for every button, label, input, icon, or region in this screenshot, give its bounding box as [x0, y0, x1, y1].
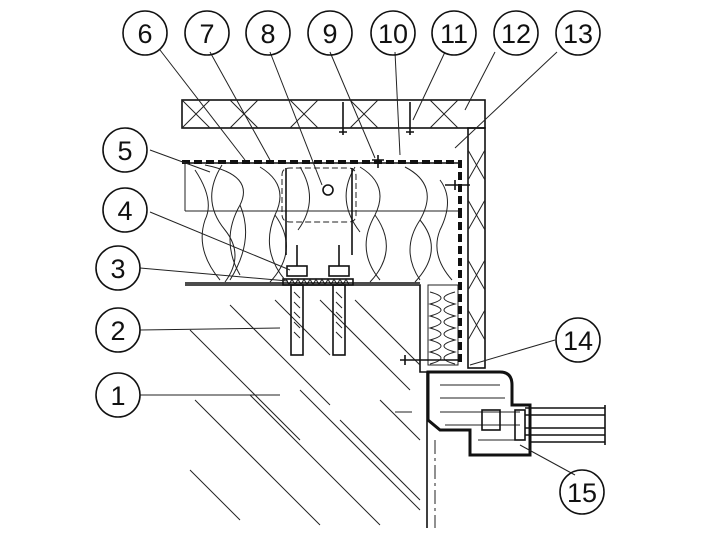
callout-9-label: 9: [322, 19, 337, 49]
callout-3: 3: [95, 245, 141, 291]
callout-2: 2: [95, 307, 141, 353]
wall-anchors: [282, 245, 354, 356]
callout-8-label: 8: [260, 19, 275, 49]
callout-13: 13: [555, 10, 601, 56]
concrete-wall: [185, 284, 436, 528]
callout-1-label: 1: [110, 381, 125, 411]
bracket: [281, 167, 357, 255]
callout-14: 14: [555, 317, 601, 363]
callout-4-label: 4: [117, 196, 132, 226]
fasteners: [339, 102, 470, 190]
callout-6-label: 6: [137, 19, 152, 49]
callout-5-label: 5: [117, 136, 132, 166]
callout-7-label: 7: [199, 19, 214, 49]
callout-10: 10: [370, 10, 416, 56]
anchor-left: [286, 245, 308, 356]
thermal-pad: [282, 278, 354, 286]
callout-2-label: 2: [110, 316, 125, 346]
callout-11-label: 11: [440, 19, 468, 49]
insulation-layer: [184, 162, 459, 366]
callout-8: 8: [245, 10, 291, 56]
window-frame: [400, 355, 606, 457]
callout-5: 5: [102, 127, 148, 173]
bracket-bolt: [322, 184, 334, 196]
callout-11: 11: [431, 10, 477, 56]
callout-10-label: 10: [378, 19, 408, 49]
callout-1: 1: [95, 372, 141, 418]
callouts: 1 2 3 4 5 6 7 8 9 10 11 12 13 14 15: [95, 10, 605, 515]
membrane: [182, 160, 462, 210]
callout-12: 12: [493, 10, 539, 56]
anchor-right: [328, 245, 350, 356]
callout-4: 4: [102, 187, 148, 233]
callout-12-label: 12: [501, 19, 531, 49]
callout-9: 9: [307, 10, 353, 56]
callout-15-label: 15: [567, 478, 597, 508]
callout-3-label: 3: [110, 254, 125, 284]
leader-lines: [139, 49, 576, 476]
callout-7: 7: [184, 10, 230, 56]
callout-6: 6: [122, 10, 168, 56]
callout-13-label: 13: [563, 19, 593, 49]
callout-14-label: 14: [563, 326, 593, 356]
callout-15: 15: [559, 469, 605, 515]
